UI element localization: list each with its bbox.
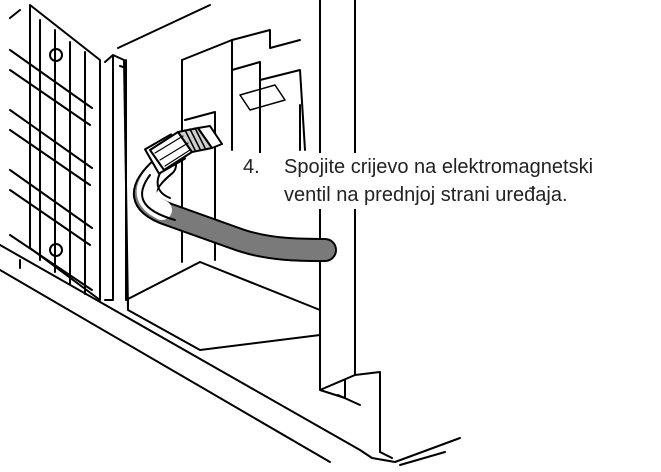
threaded-fitting <box>144 125 223 175</box>
instruction-line-2: ventil na prednjoj strani uređaja. <box>284 184 568 206</box>
instruction-caption: 4. Spojite crijevo na elektromagnetski v… <box>243 153 661 209</box>
front-panel-edge <box>337 394 361 406</box>
base-line <box>0 244 396 463</box>
grille <box>9 4 101 301</box>
left-rail <box>104 54 129 311</box>
base-support <box>127 261 321 351</box>
front-panel <box>319 0 393 459</box>
instruction-line-1: Spojite crijevo na elektromagnetski <box>284 156 594 178</box>
base-right <box>394 437 461 466</box>
step-number: 4. <box>243 156 260 178</box>
